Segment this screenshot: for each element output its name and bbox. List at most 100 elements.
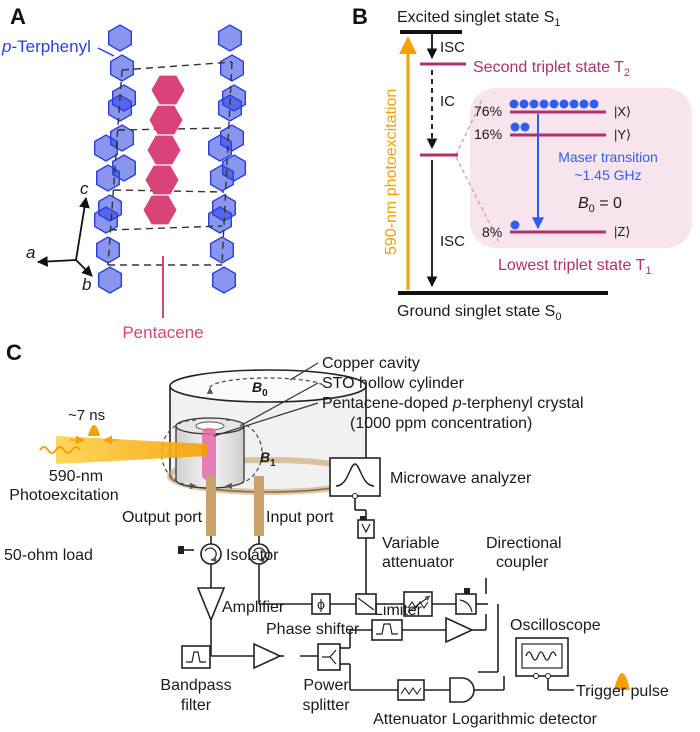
- load-terminator: [178, 546, 184, 554]
- terphenyl-label: p-Terphenyl: [1, 37, 91, 56]
- pentacene-ring: [151, 75, 185, 105]
- output-port-label: Output port: [122, 509, 203, 526]
- logarithmic-detector: [449, 677, 475, 703]
- terphenyl-ring: [93, 206, 119, 234]
- photoexcitation-line2: Photoexcitation: [9, 487, 118, 504]
- terphenyl-ring: [95, 236, 121, 264]
- terphenyl-chains: [93, 24, 247, 294]
- ket-x: |X⟩: [614, 104, 631, 119]
- input-port: [254, 476, 264, 536]
- unit-cell-outline: [107, 61, 233, 266]
- panel-a: A Pentacene p-Terphenyl c a b: [1, 4, 247, 342]
- panel-a-letter: A: [10, 4, 26, 29]
- pentacene-ring: [143, 195, 177, 225]
- trigger-pulse-icon: [614, 673, 630, 690]
- pulse-width-label: ~7 ns: [68, 407, 105, 424]
- concentration-label: (1000 ppm concentration): [350, 415, 532, 432]
- terphenyl-ring: [95, 164, 121, 192]
- cavity-b0-label: B0: [252, 379, 268, 399]
- terphenyl-ring: [211, 266, 237, 294]
- crystal-axes: c a b: [26, 179, 93, 294]
- terphenyl-ring: [207, 206, 233, 234]
- panel-c: C B0 B1 ~7 ns 590-nm Photoexcitation: [4, 340, 669, 728]
- input-port-label: Input port: [266, 509, 334, 526]
- axis-b-label: b: [82, 275, 91, 294]
- leader-sto: [239, 382, 319, 427]
- maser-transition-label: Maser transition: [558, 149, 658, 165]
- circulator-arrow-icon: [204, 547, 217, 563]
- isc-top-label: ISC: [440, 39, 465, 56]
- pentacene-label: Pentacene: [122, 323, 203, 342]
- population-y: 16%: [474, 126, 502, 142]
- laser-beam: [56, 436, 208, 464]
- terphenyl-ring: [209, 164, 235, 192]
- ic-label: IC: [440, 93, 455, 110]
- phase-symbol: ϕ: [317, 596, 325, 612]
- pentacene-crystal: [202, 428, 216, 480]
- attenuator-label: Attenuator: [373, 711, 448, 728]
- load-label: 50-ohm load: [4, 547, 93, 564]
- copper-cavity-label: Copper cavity: [322, 355, 420, 372]
- crystal-label: Pentacene-doped p-terphenyl crystal: [322, 395, 584, 412]
- pulse-icon: [88, 425, 100, 436]
- directional-coupler-label-1: Directional: [486, 535, 562, 552]
- limiter: [371, 619, 403, 641]
- terphenyl-ring: [107, 24, 133, 52]
- log-detector-label: Logarithmic detector: [452, 711, 598, 728]
- population-dots: [509, 99, 599, 230]
- coupler-line-icon: [357, 597, 375, 611]
- output-port: [206, 476, 216, 536]
- pentacene-ring: [149, 105, 183, 135]
- pentacene-molecule: [143, 75, 185, 225]
- axis-a-label: a: [26, 243, 35, 262]
- terphenyl-ring: [217, 94, 243, 122]
- sto-cylinder-label: STO hollow cylinder: [322, 375, 465, 392]
- attenuator: [397, 679, 425, 701]
- bandpass-filter: [181, 645, 211, 669]
- axis-c-label: c: [80, 179, 89, 198]
- isolator-arrow-icon: [253, 547, 266, 564]
- terphenyl-pointer: [97, 47, 115, 57]
- inset-zoom-line-top: [455, 99, 483, 156]
- ground-singlet-label: Ground singlet state S0: [397, 303, 561, 323]
- directional-coupler-label-2: coupler: [496, 554, 549, 571]
- t1-label: Lowest triplet state T1: [498, 257, 651, 277]
- b1-field-loop-left: [161, 419, 197, 490]
- panel-c-letter: C: [6, 340, 22, 365]
- cavity-b1-label: B1: [260, 449, 276, 469]
- amplifier: [196, 587, 226, 623]
- bandpass-label-1: Bandpass: [160, 677, 231, 694]
- terphenyl-ring: [217, 24, 243, 52]
- maser-frequency-label: ~1.45 GHz: [574, 167, 641, 183]
- leader-crystal: [213, 402, 319, 437]
- excited-singlet-label: Excited singlet state S1: [397, 9, 561, 29]
- bandpass-label-2: filter: [181, 697, 212, 714]
- power-splitter-label-2: splitter: [302, 697, 350, 714]
- b0-zero-label: B0 = 0: [578, 195, 622, 215]
- trigger-pulse-label: Trigger pulse: [576, 683, 669, 700]
- b0-field-lines: [206, 377, 327, 394]
- variable-attenuator-small: [357, 519, 375, 539]
- amplifier-label: Amplifier: [222, 599, 285, 616]
- terphenyl-ring: [207, 134, 233, 162]
- phase-shifter-label: Phase shifter: [266, 621, 360, 638]
- phase-box: [311, 593, 331, 615]
- photoexcitation-label: 590-nm photoexcitation: [383, 89, 400, 255]
- panel-b-letter: B: [352, 4, 368, 29]
- phase-shifter-amp: [253, 642, 282, 670]
- power-splitter-label-1: Power: [303, 677, 349, 694]
- terphenyl-ring: [109, 54, 135, 82]
- photoexcitation-line1: 590-nm: [49, 468, 103, 485]
- ket-z: |Z⟩: [614, 224, 630, 239]
- variable-attenuator-cap: [360, 516, 366, 520]
- terphenyl-ring: [97, 266, 123, 294]
- pentacene-ring: [145, 165, 179, 195]
- microwave-analyzer: [329, 457, 381, 499]
- variable-attenuator-label-1: Variable: [382, 535, 440, 552]
- right-amplifier: [445, 616, 474, 644]
- isc-bottom-label: ISC: [440, 233, 465, 250]
- limiter-label: Limiter: [374, 602, 423, 619]
- microwave-analyzer-label: Microwave analyzer: [390, 470, 532, 487]
- population-z: 8%: [482, 224, 502, 240]
